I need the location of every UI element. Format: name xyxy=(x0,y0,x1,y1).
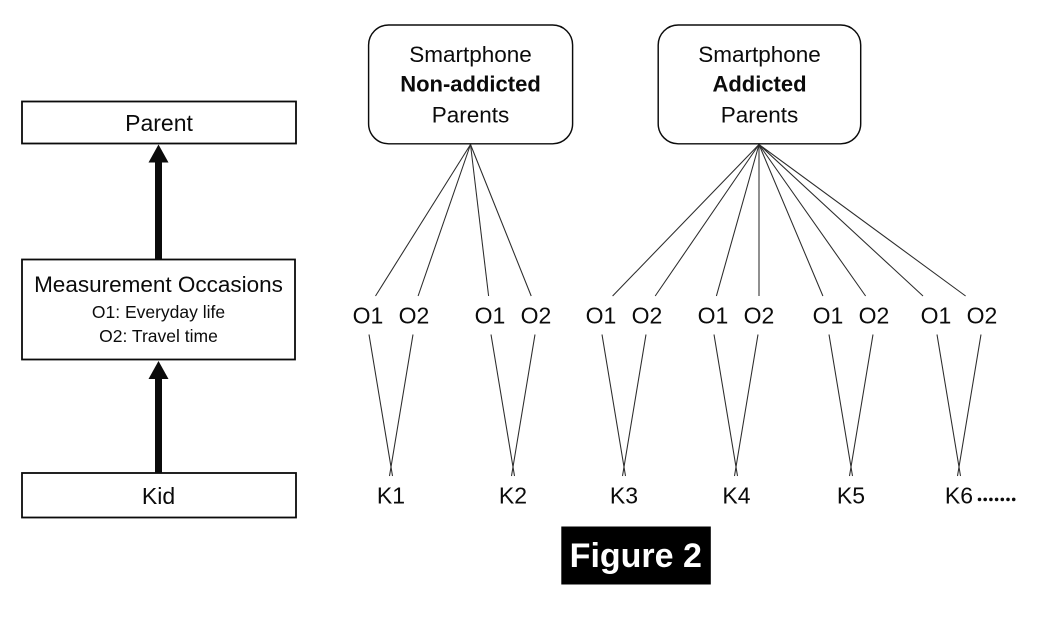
svg-text:Smartphone: Smartphone xyxy=(409,42,532,67)
svg-text:O1: O1 xyxy=(921,303,952,329)
svg-text:K4: K4 xyxy=(722,483,750,509)
svg-text:Non-addicted: Non-addicted xyxy=(400,72,541,97)
svg-text:Kid: Kid xyxy=(142,483,175,509)
svg-text:K2: K2 xyxy=(499,483,527,509)
svg-text:O1: O1 xyxy=(475,303,506,329)
svg-text:K1: K1 xyxy=(377,483,405,509)
svg-text:Parent: Parent xyxy=(125,110,193,136)
svg-text:K5: K5 xyxy=(837,483,865,509)
svg-text:O1: O1 xyxy=(353,303,384,329)
svg-text:O2: O2 xyxy=(744,303,775,329)
svg-text:O2: O2 xyxy=(632,303,663,329)
svg-text:Parents: Parents xyxy=(721,103,799,128)
svg-text:K6: K6 xyxy=(945,483,973,509)
svg-text:O1: O1 xyxy=(586,303,617,329)
svg-text:O1: Everyday life: O1: Everyday life xyxy=(92,302,225,322)
svg-text:Addicted: Addicted xyxy=(712,72,806,97)
svg-text:Figure 2: Figure 2 xyxy=(570,537,702,575)
svg-text:Smartphone: Smartphone xyxy=(698,42,821,67)
svg-text:O2: O2 xyxy=(967,303,998,329)
svg-text:O2: O2 xyxy=(399,303,430,329)
svg-text:O2: O2 xyxy=(859,303,890,329)
svg-text:K3: K3 xyxy=(610,483,638,509)
svg-text:Parents: Parents xyxy=(432,103,510,128)
svg-text:O2: Travel time: O2: Travel time xyxy=(99,326,218,346)
svg-text:Measurement Occasions: Measurement Occasions xyxy=(34,272,283,297)
svg-text:O1: O1 xyxy=(698,303,729,329)
svg-text:O2: O2 xyxy=(521,303,552,329)
svg-text:O1: O1 xyxy=(813,303,844,329)
